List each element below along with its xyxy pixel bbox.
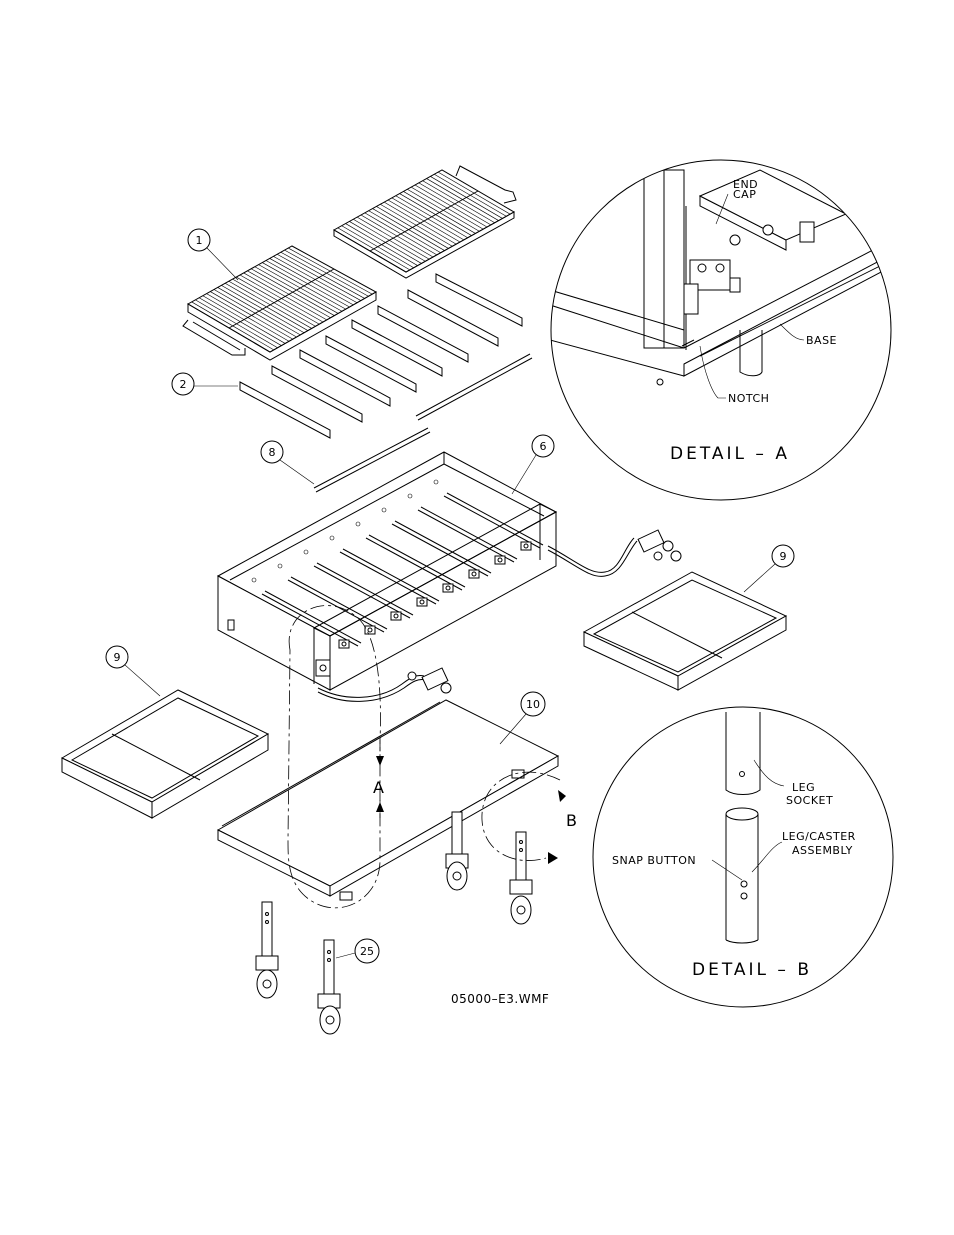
svg-text:1: 1 [196,234,203,247]
svg-text:10: 10 [526,698,540,711]
notch-label: NOTCH [728,392,769,405]
leg-caster-label-2: ASSEMBLY [792,844,853,857]
leg-socket-label-1: LEG [792,781,815,794]
detail-b: LEG SOCKET LEG/CASTER ASSEMBLY SNAP BUTT… [593,707,893,1007]
leg-caster-label-1: LEG/CASTER [782,830,856,843]
svg-text:8: 8 [269,446,276,459]
leg-socket-label-2: SOCKET [786,794,833,807]
callout-9-right: 9 [744,545,794,592]
detail-a: END CAP BASE NOTCH DETAIL – A [550,160,900,500]
callout-10: 10 [500,692,545,744]
cooking-grate-front [183,246,376,360]
callout-1: 1 [188,229,238,280]
detail-b-title: DETAIL – B [692,960,812,980]
callout-25: 25 [336,939,379,963]
section-marker-b: B [566,811,577,830]
broiler-body [218,452,556,690]
callout-2: 2 [172,373,238,395]
svg-text:2: 2 [180,378,187,391]
callout-6: 6 [512,435,554,494]
gas-hose-right [548,530,681,576]
detail-a-title: DETAIL – A [670,444,790,464]
callout-8: 8 [261,441,314,484]
svg-text:9: 9 [780,550,787,563]
caster-leg-rear-right [510,832,532,924]
file-name-label: 05000–E3.WMF [451,992,549,1006]
drip-pan-left [62,690,268,818]
caster-leg-front-right [318,940,340,1034]
caster-leg-front-left [256,902,278,998]
section-marker-a: A [373,778,384,797]
svg-text:25: 25 [360,945,374,958]
snap-button-label: SNAP BUTTON [612,854,696,867]
svg-text:6: 6 [540,440,547,453]
drip-pan-right [584,572,786,690]
svg-text:9: 9 [114,651,121,664]
callout-9-left: 9 [106,646,160,696]
cooking-grate-rear [334,166,516,278]
end-cap-label-2: CAP [733,188,756,201]
base-table [218,700,558,900]
base-label: BASE [806,334,837,347]
